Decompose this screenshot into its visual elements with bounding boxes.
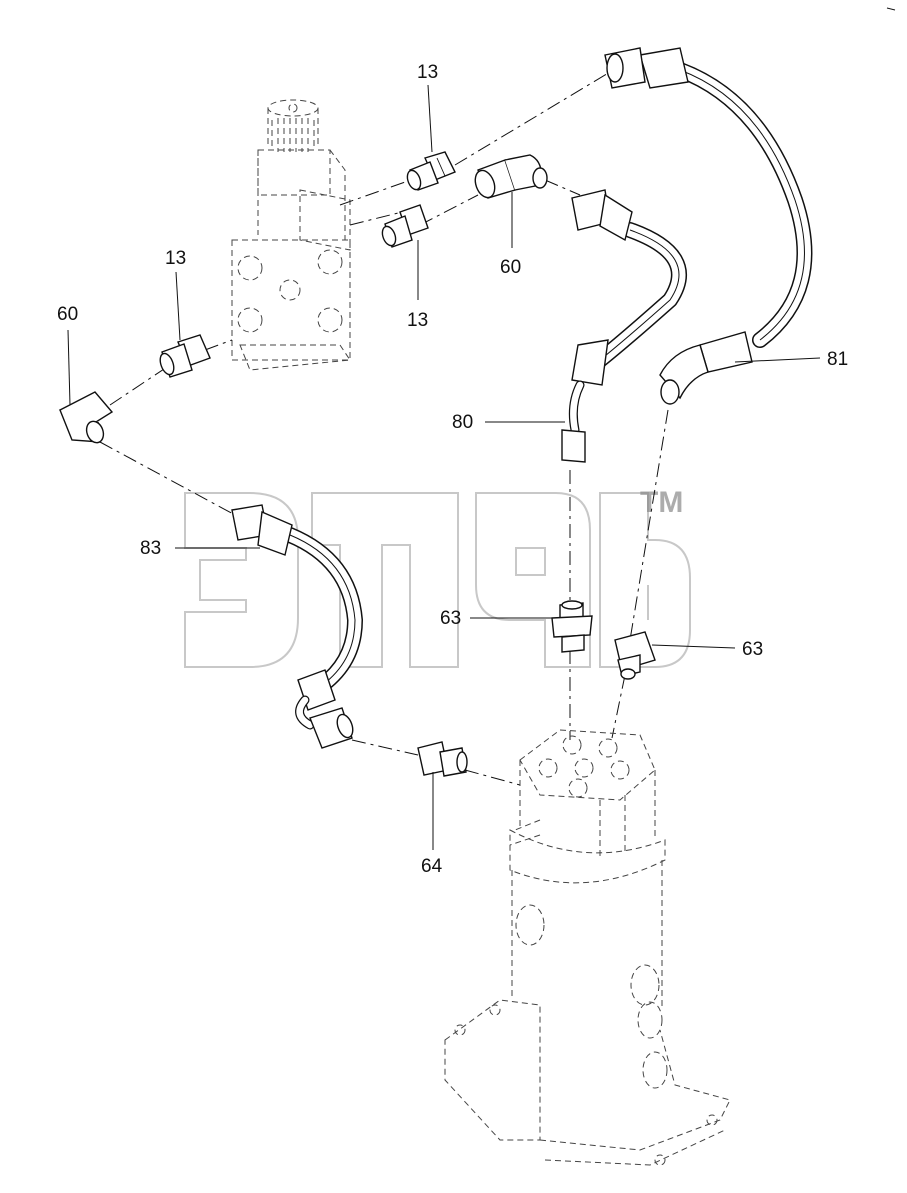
fitting-64 [417,741,468,777]
fitting-13-left [159,334,211,378]
callout-80: 80 [452,412,473,433]
swivel-joint-icon [444,729,731,1166]
callout-60-left: 60 [57,304,78,325]
corner-mark [886,7,896,11]
elbow-60-left [58,391,114,444]
callout-labels: 13 13 13 60 60 80 81 83 63 63 64 [57,62,848,877]
callout-83: 83 [140,538,161,559]
hose-80 [561,189,687,463]
callout-13-top: 13 [417,62,438,83]
fitting-63-right [614,631,656,680]
elbow-60-right [474,154,548,199]
callout-81: 81 [827,349,848,370]
fitting-13-mid [381,204,429,248]
leader-lines [67,84,821,850]
callout-63-right: 63 [742,639,763,660]
callout-64: 64 [421,856,443,877]
hose-83 [231,504,364,749]
callout-13-mid: 13 [407,310,428,331]
callout-63-center: 63 [440,608,461,629]
hose-81 [604,47,813,405]
valve-block-icon [231,99,351,371]
watermark-tm: TM [640,486,683,519]
watermark-logo: TM [184,486,691,668]
callout-60-right: 60 [500,257,521,278]
callout-13-left: 13 [165,248,186,269]
fitting-13-top [406,151,456,191]
assembly-lines [99,71,669,786]
fitting-63-center [551,600,593,653]
